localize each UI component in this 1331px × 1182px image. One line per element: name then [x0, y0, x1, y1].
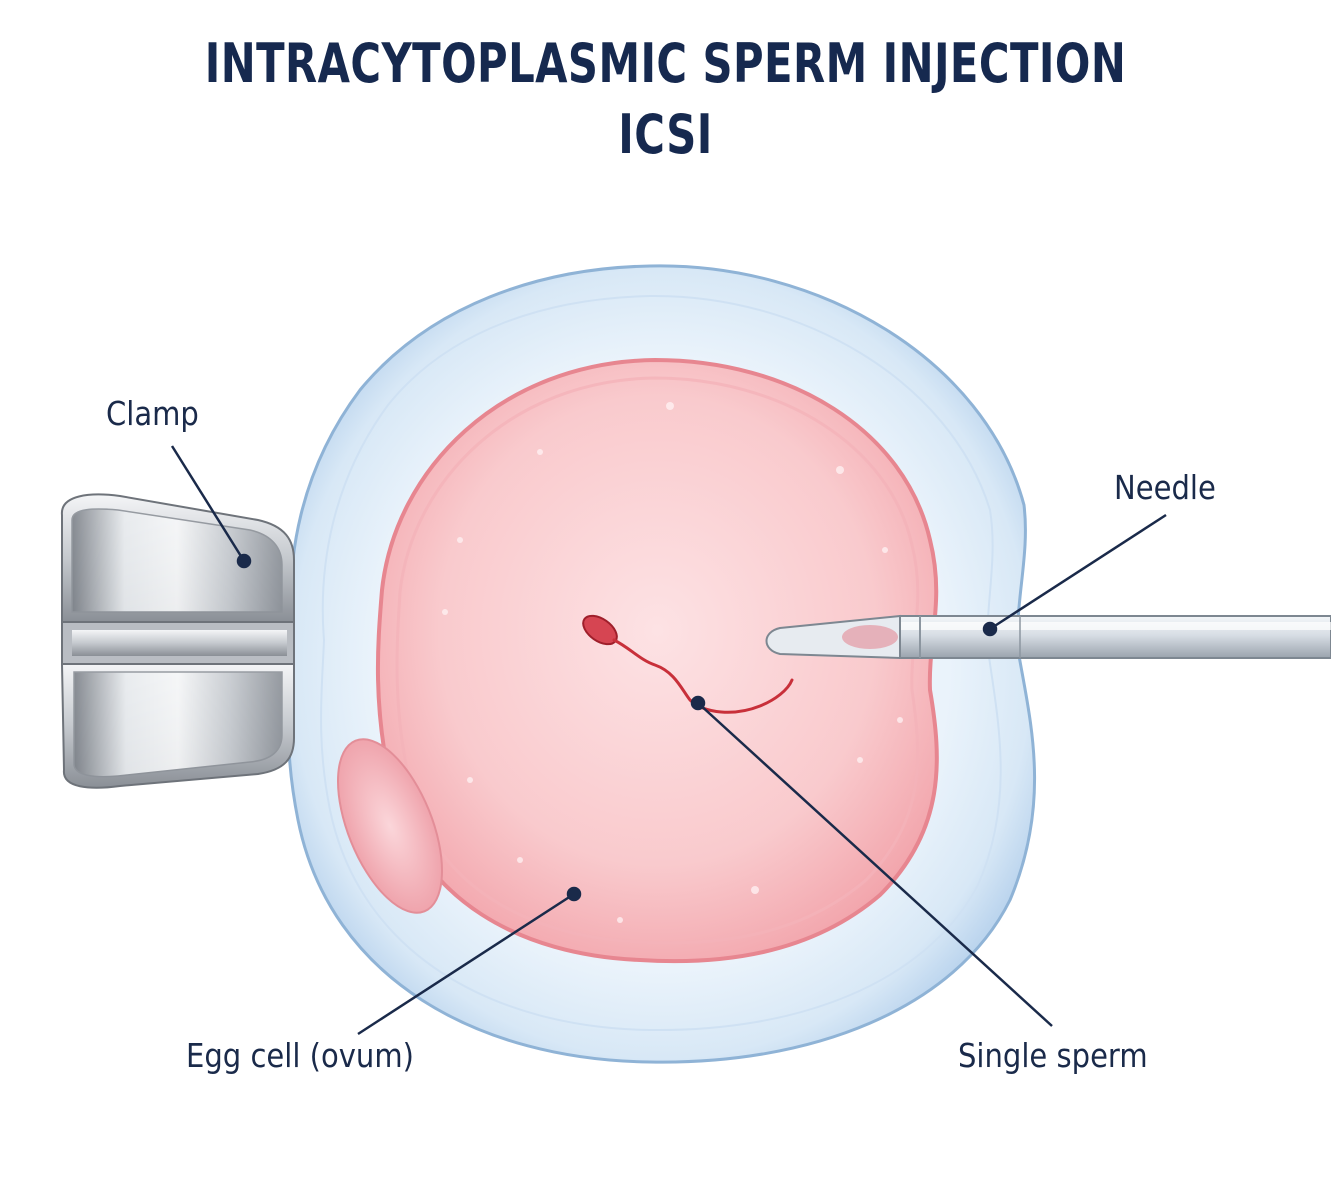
- diagram-subtitle: ICSI: [618, 103, 713, 166]
- clamp-device: [60, 493, 295, 789]
- sperm-cell: [582, 614, 794, 714]
- needle-label: Needle: [1114, 468, 1216, 507]
- needle-leader-dot: [982, 621, 998, 637]
- needle-device: [765, 614, 1331, 660]
- egg-leader-dot: [566, 886, 582, 902]
- clamp-leader-dot: [236, 553, 252, 569]
- cytoplasm-granules: [442, 402, 903, 923]
- diagram-title: INTRACYTOPLASMIC SPERM INJECTION: [204, 32, 1127, 95]
- egg-cell-label: Egg cell (ovum): [186, 1036, 414, 1075]
- title-block: INTRACYTOPLASMIC SPERM INJECTION ICSI: [0, 28, 1331, 168]
- clamp-leader-line: [170, 445, 246, 562]
- zona-inner-edge: [320, 294, 1002, 1032]
- egg-cytoplasm: [375, 357, 939, 964]
- leader-lines: [170, 445, 1167, 1036]
- clamp-label: Clamp: [106, 394, 199, 433]
- needle-leader-line: [989, 513, 1167, 631]
- polar-body: [336, 738, 444, 914]
- egg-membrane-rim: [395, 376, 920, 945]
- egg-leader-line: [357, 892, 575, 1036]
- sperm-leader-line: [697, 702, 1053, 1027]
- single-sperm-label: Single sperm: [958, 1036, 1148, 1075]
- sperm-leader-dot: [690, 695, 706, 711]
